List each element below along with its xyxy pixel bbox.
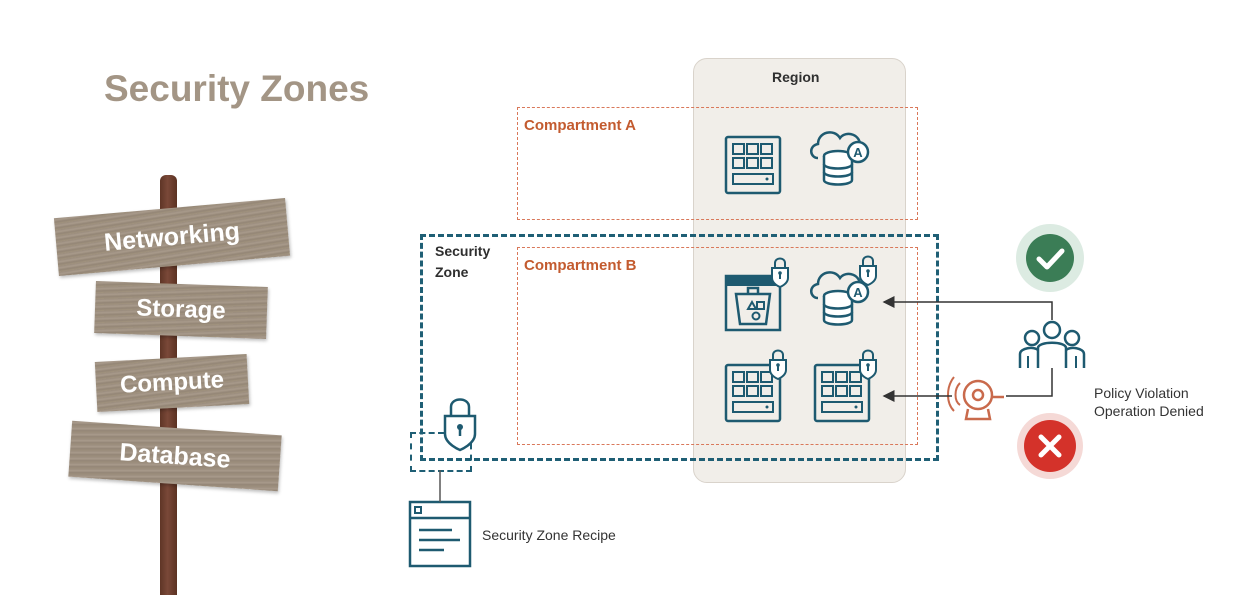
lock-icon xyxy=(859,255,877,286)
lock-icon xyxy=(769,349,787,380)
lock-icon xyxy=(443,398,477,452)
users-icon xyxy=(1018,320,1086,368)
compartment-a-box xyxy=(517,107,918,220)
recipe-document-icon xyxy=(408,500,472,568)
security-zone-label: Security Zone xyxy=(435,243,491,280)
page-title: Security Zones xyxy=(104,68,370,109)
zone-attach-box xyxy=(410,432,472,472)
security-zone-box xyxy=(420,234,939,461)
alarm-bell-icon xyxy=(947,376,1004,421)
database-cloud-icon xyxy=(809,131,870,186)
compute-grid-icon xyxy=(724,135,782,195)
database-cloud-icon xyxy=(809,271,870,326)
violation-label: Policy Violation Operation Denied xyxy=(1094,385,1204,419)
compartment-b-label: Compartment B xyxy=(524,257,637,274)
compartment-a-label: Compartment A xyxy=(524,117,636,134)
lock-icon xyxy=(859,349,877,380)
check-icon xyxy=(1016,224,1084,292)
region-label: Region xyxy=(772,69,820,85)
bucket-icon xyxy=(724,274,782,332)
lock-icon xyxy=(771,257,789,288)
x-icon xyxy=(1017,413,1083,479)
recipe-label: Security Zone Recipe xyxy=(482,527,616,543)
compartment-b-box xyxy=(517,247,918,445)
